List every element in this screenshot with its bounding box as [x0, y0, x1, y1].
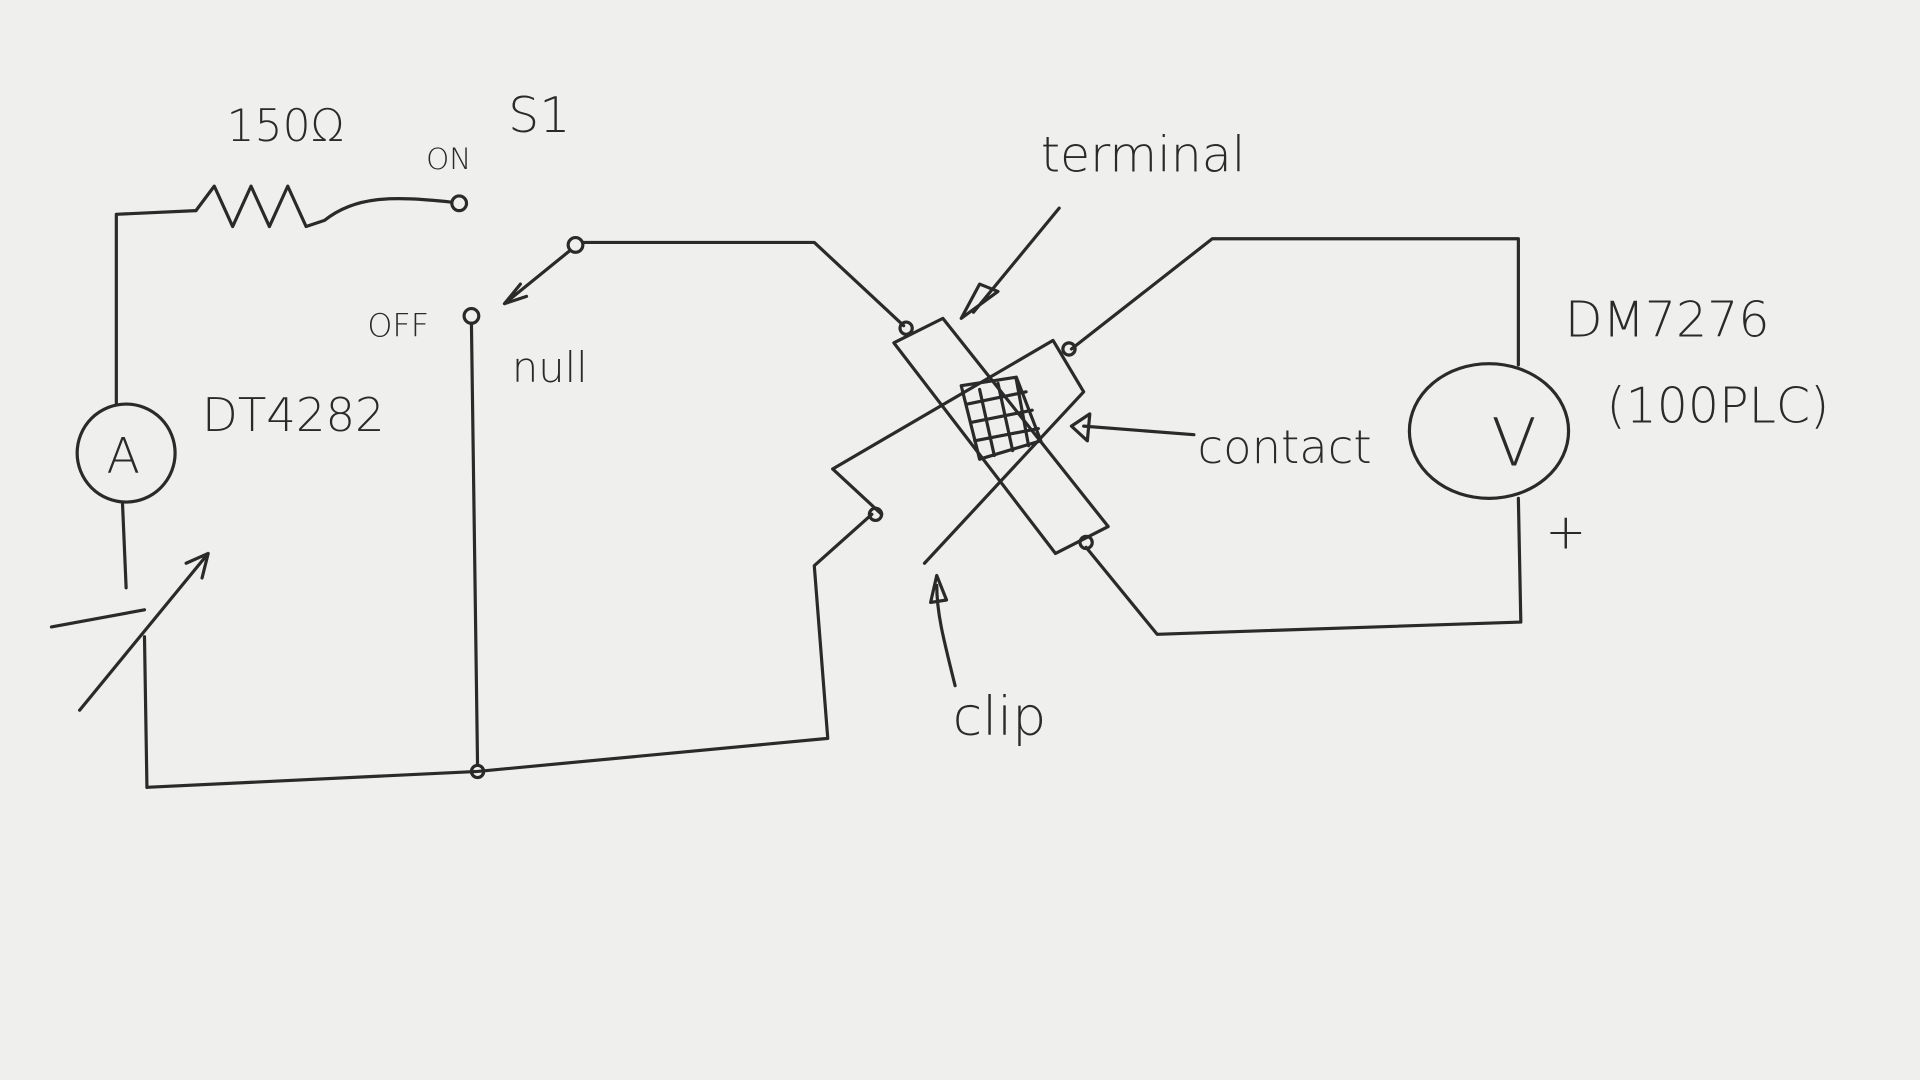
resistor-150-ohm — [194, 184, 453, 229]
voltmeter-top-wire — [1069, 237, 1520, 367]
variable-source — [49, 551, 210, 789]
switch-off-terminal — [462, 306, 481, 325]
voltmeter-circle — [1407, 362, 1571, 500]
switch-arm — [502, 249, 571, 306]
switch-on-label: ON — [426, 142, 471, 176]
switch-label: S1 — [508, 87, 570, 144]
contact-crosshatch — [959, 375, 1043, 461]
switch-pivot — [566, 235, 585, 254]
null-label: null — [512, 343, 588, 392]
voltmeter-model-label: DM7276 — [1565, 292, 1770, 349]
clip-strip — [831, 338, 1086, 565]
terminal-arrow — [959, 206, 1061, 320]
switch-on-terminal — [450, 194, 469, 213]
terminal-strip — [892, 316, 1110, 556]
voltmeter-setting-label: (100PLC) — [1607, 377, 1830, 434]
switch-off-label: OFF — [367, 307, 429, 345]
wires — [49, 184, 1571, 789]
ammeter-circle — [75, 402, 177, 504]
terminal-label: terminal — [1041, 126, 1246, 183]
clip-label: clip — [953, 685, 1047, 748]
ammeter-symbol: A — [107, 428, 141, 485]
voltmeter-bottom-wire — [1084, 496, 1523, 636]
clip-arrow — [929, 573, 957, 688]
switch-to-terminal-wire — [581, 240, 906, 328]
ammeter-lower-wire — [120, 500, 128, 590]
terminal-screw-1 — [898, 320, 914, 336]
voltmeter-symbol: V — [1491, 404, 1536, 481]
resistor-label: 150Ω — [227, 101, 345, 152]
bottom-wire — [145, 512, 874, 789]
ammeter-model-label: DT4282 — [202, 388, 385, 442]
labels: 150Ω S1 ON OFF null DT4282 A terminal co… — [107, 87, 1830, 747]
top-left-wire — [114, 209, 198, 406]
terminal-screw-2 — [1061, 341, 1077, 357]
terminal-screw-3 — [867, 506, 884, 522]
contact-arrow — [1069, 412, 1196, 443]
null-wire — [469, 321, 480, 767]
plus-label: + — [1545, 504, 1586, 561]
contact-label: contact — [1198, 420, 1372, 474]
